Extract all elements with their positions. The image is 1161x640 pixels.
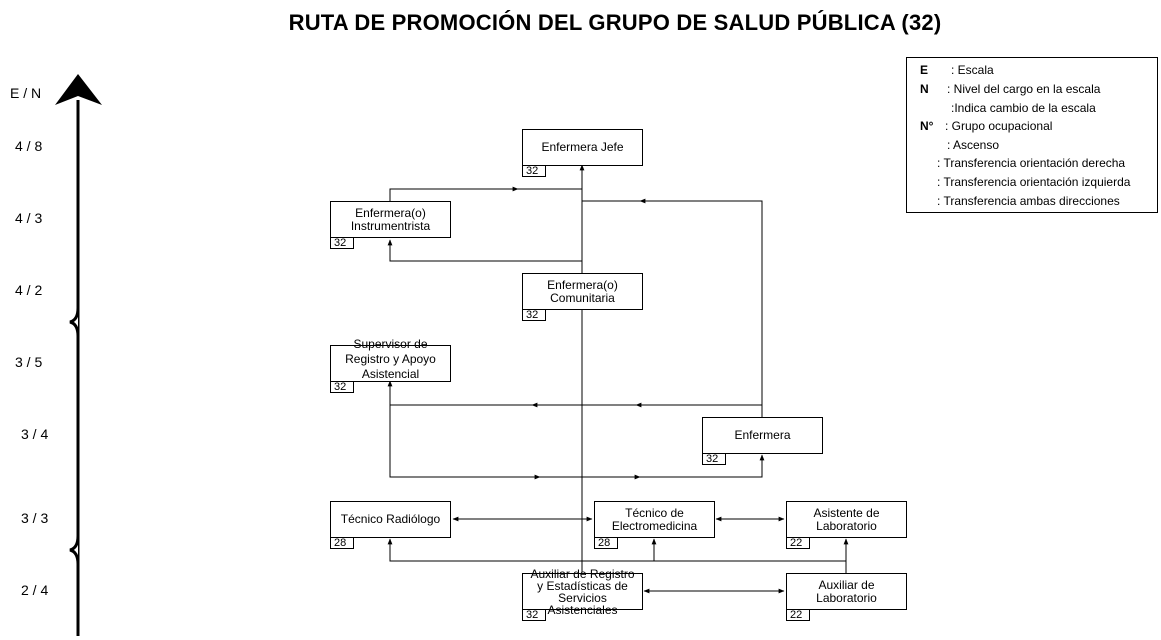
connector-lines (387, 164, 849, 594)
legend-key: N° (920, 119, 934, 133)
transfer-supervisor-enfermera (389, 405, 765, 478)
legend-text: : Grupo ocupacional (945, 119, 1053, 133)
node-label: Enfermera(o) (547, 277, 618, 292)
node-label: Asistente de (813, 505, 880, 520)
node-label: Laboratorio (816, 518, 877, 533)
level-label: 3 / 4 (21, 426, 49, 442)
level-label: 2 / 4 (21, 582, 49, 598)
legend-text: : Transferencia ambas direcciones (937, 194, 1120, 208)
level-label: 4 / 2 (15, 282, 43, 298)
legend-key: E (920, 63, 929, 77)
node-label: Servicios (558, 590, 607, 605)
node-tecnico-radiologo: Técnico Radiólogo (330, 501, 451, 538)
node-label: Enfermera Jefe (541, 140, 624, 154)
node-supervisor: Supervisor de Registro y Apoyo Asistenci… (330, 338, 451, 382)
node-label: Electromedicina (611, 518, 698, 533)
transfer-to-instrumentrista (387, 239, 582, 262)
group-badge: 32 (702, 453, 726, 465)
node-label: Técnico Radiólogo (340, 512, 441, 526)
node-label: Instrumentrista (350, 218, 431, 233)
scale-change-bracket-upper (69, 307, 80, 337)
scale-change-bracket-lower (69, 535, 80, 565)
legend-text: : Ascenso (947, 138, 1000, 152)
node-asistente-laboratorio: Asistente de Laboratorio (786, 501, 907, 538)
legend-text: : Transferencia orientación derecha (937, 156, 1126, 170)
node-enfermera: Enfermera (702, 417, 823, 454)
level-label: 3 / 5 (15, 354, 43, 370)
group-badge: 32 (522, 309, 546, 321)
node-label: Asistencial (361, 367, 420, 381)
legend-text: : Nivel del cargo en la escala (947, 82, 1101, 96)
node-label: Enfermera (734, 428, 791, 442)
group-badge: 32 (330, 237, 354, 249)
node-label: Asistenciales (547, 602, 618, 617)
node-label: Enfermera(o) (355, 205, 426, 220)
node-label: y Estadísticas de (537, 578, 628, 593)
node-label: Técnico de (625, 505, 684, 520)
diagram-title: RUTA DE PROMOCIÓN DEL GRUPO DE SALUD PÚB… (288, 10, 942, 35)
group-badge: 32 (522, 609, 546, 621)
group-badge: 22 (786, 609, 810, 621)
level-label: 4 / 8 (15, 138, 43, 154)
node-enfermera-jefe: Enfermera Jefe (522, 129, 643, 166)
legend-text: : Escala (951, 63, 994, 77)
group-badge: 32 (522, 165, 546, 177)
level-label: 3 / 3 (21, 510, 49, 526)
node-auxiliar-laboratorio: Auxiliar de Laboratorio (786, 573, 907, 610)
axis-header: E / N (10, 85, 42, 101)
group-badge: 22 (786, 537, 810, 549)
transfer-instrumentrista-top (389, 188, 582, 201)
node-label: Registro y Apoyo (345, 352, 436, 366)
node-tecnico-electromedicina: Técnico de Electromedicina (594, 501, 715, 538)
level-label: 4 / 3 (15, 210, 43, 226)
group-badge: 28 (330, 537, 354, 549)
group-badge: 32 (330, 381, 354, 393)
transfer-to-supervisor (387, 380, 762, 406)
group-badge: 28 (594, 537, 618, 549)
node-label: Comunitaria (550, 290, 615, 305)
legend-text: :Indica cambio de la escala (951, 101, 1096, 115)
node-label: Auxiliar de (818, 577, 875, 592)
node-comunitaria: Enfermera(o) Comunitaria (522, 273, 643, 310)
node-label: Auxiliar de Registro (530, 566, 635, 581)
legend: E : Escala N : Nivel del cargo en la esc… (906, 57, 1158, 213)
node-label: Laboratorio (816, 590, 877, 605)
legend-text: : Transferencia orientación izquierda (937, 175, 1131, 189)
node-instrumentrista: Enfermera(o) Instrumentrista (330, 201, 451, 238)
legend-key: N (920, 82, 929, 96)
node-auxiliar-registro: Auxiliar de Registro y Estadísticas de S… (522, 568, 643, 616)
scale-axis (55, 74, 102, 636)
node-label: Supervisor de (353, 337, 428, 351)
transfer-to-radiologo (387, 538, 846, 562)
